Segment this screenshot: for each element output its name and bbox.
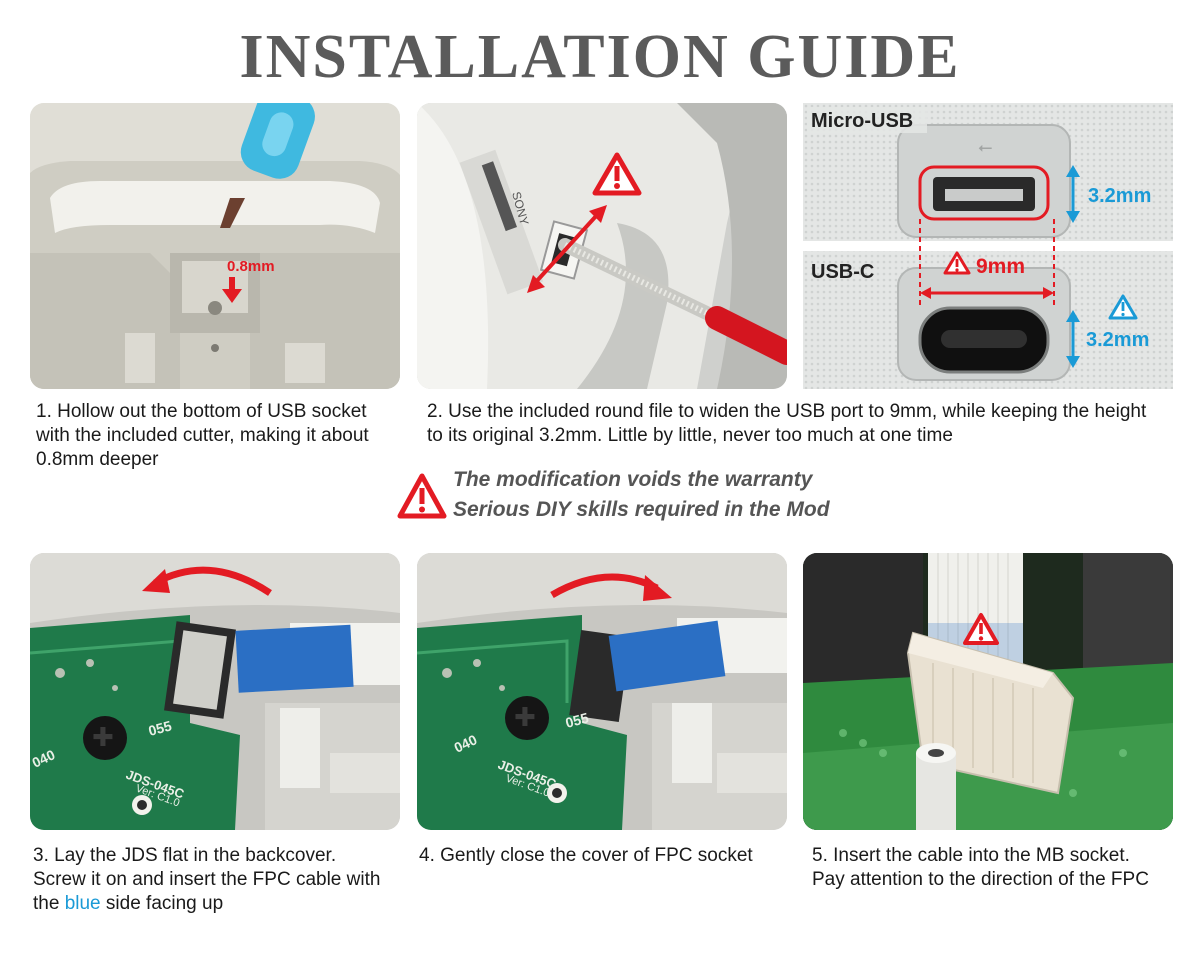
pcb-number-label: 055 — [564, 709, 591, 731]
step4-illustration: ✚ JDS-045C Ver: C1.0 055 040 — [417, 553, 787, 830]
step2-line: 2. Use the included round file to widen … — [427, 401, 1147, 422]
step5-illustration — [803, 553, 1173, 830]
step1-illustration: 0.8mm — [30, 103, 400, 389]
step1-caption: 1. Hollow out the bottom of USB socket w… — [36, 400, 406, 472]
step4-line: 4. Gently close the cover of FPC socket — [419, 845, 753, 866]
step4-caption: 4. Gently close the cover of FPC socket — [419, 844, 789, 868]
warning-notice: The modification voids the warranty Seri… — [396, 468, 856, 524]
page-title: INSTALLATION GUIDE — [239, 23, 961, 91]
step2-photo-file: SONY — [417, 103, 787, 389]
step5-line: 5. Insert the cable into the MB socket. — [812, 845, 1130, 866]
warning-line-2: Serious DIY skills required in the Mod — [453, 498, 830, 521]
warning-triangle-icon — [592, 152, 642, 196]
step1-line: 1. Hollow out the bottom of USB socket — [36, 401, 367, 422]
blue-side-highlight: blue — [64, 893, 101, 914]
step1-line: with the included cutter, making it abou… — [36, 425, 369, 446]
screw-icon: ✚ — [92, 723, 114, 753]
step3-illustration: ✚ JDS-045C Ver: C1.0 055 040 — [30, 553, 400, 830]
info-triangle-icon — [1108, 294, 1138, 320]
width-label: 9mm — [976, 255, 1025, 278]
warning-line-1: The modification voids the warranty — [453, 468, 813, 491]
warning-triangle-icon — [943, 251, 971, 275]
step2-file-illustration: SONY — [417, 103, 787, 389]
screw-icon: ✚ — [514, 703, 536, 733]
step3-line: Screw it on and insert the FPC cable wit… — [33, 869, 381, 890]
step3-line: the blue side facing up — [33, 892, 413, 916]
step2-photo-ports: ⭠ 9mm 3.2mm 3.2m — [803, 103, 1173, 389]
step4-photo: ✚ JDS-045C Ver: C1.0 055 040 — [417, 553, 787, 830]
step3-photo: ✚ JDS-045C Ver: C1.0 055 040 — [30, 553, 400, 830]
height-label-top: 3.2mm — [1088, 185, 1151, 207]
usb-c-label: USB-C — [811, 261, 874, 283]
warning-triangle-icon — [963, 613, 999, 645]
step2-line: to its original 3.2mm. Little by little,… — [427, 425, 953, 446]
step1-photo: 0.8mm — [30, 103, 400, 389]
usb-symbol-icon: ⭠ — [978, 137, 992, 158]
step5-caption: 5. Insert the cable into the MB socket. … — [812, 844, 1182, 892]
step5-photo — [803, 553, 1173, 830]
step2-ports-illustration: ⭠ 9mm 3.2mm 3.2m — [803, 103, 1173, 389]
warning-triangle-icon — [397, 473, 447, 519]
step2-caption: 2. Use the included round file to widen … — [427, 400, 1187, 448]
micro-usb-label: Micro-USB — [811, 110, 913, 132]
depth-label: 0.8mm — [227, 258, 275, 275]
step3-line: 3. Lay the JDS flat in the backcover. — [33, 845, 337, 866]
height-label-bottom: 3.2mm — [1086, 329, 1149, 351]
step3-caption: 3. Lay the JDS flat in the backcover. Sc… — [33, 844, 413, 916]
step1-line: 0.8mm deeper — [36, 449, 159, 470]
step5-line: Pay attention to the direction of the FP… — [812, 869, 1149, 890]
step3-text: side facing up — [100, 893, 224, 914]
pcb-number-label: 055 — [147, 717, 174, 739]
step3-text: the — [33, 893, 65, 914]
